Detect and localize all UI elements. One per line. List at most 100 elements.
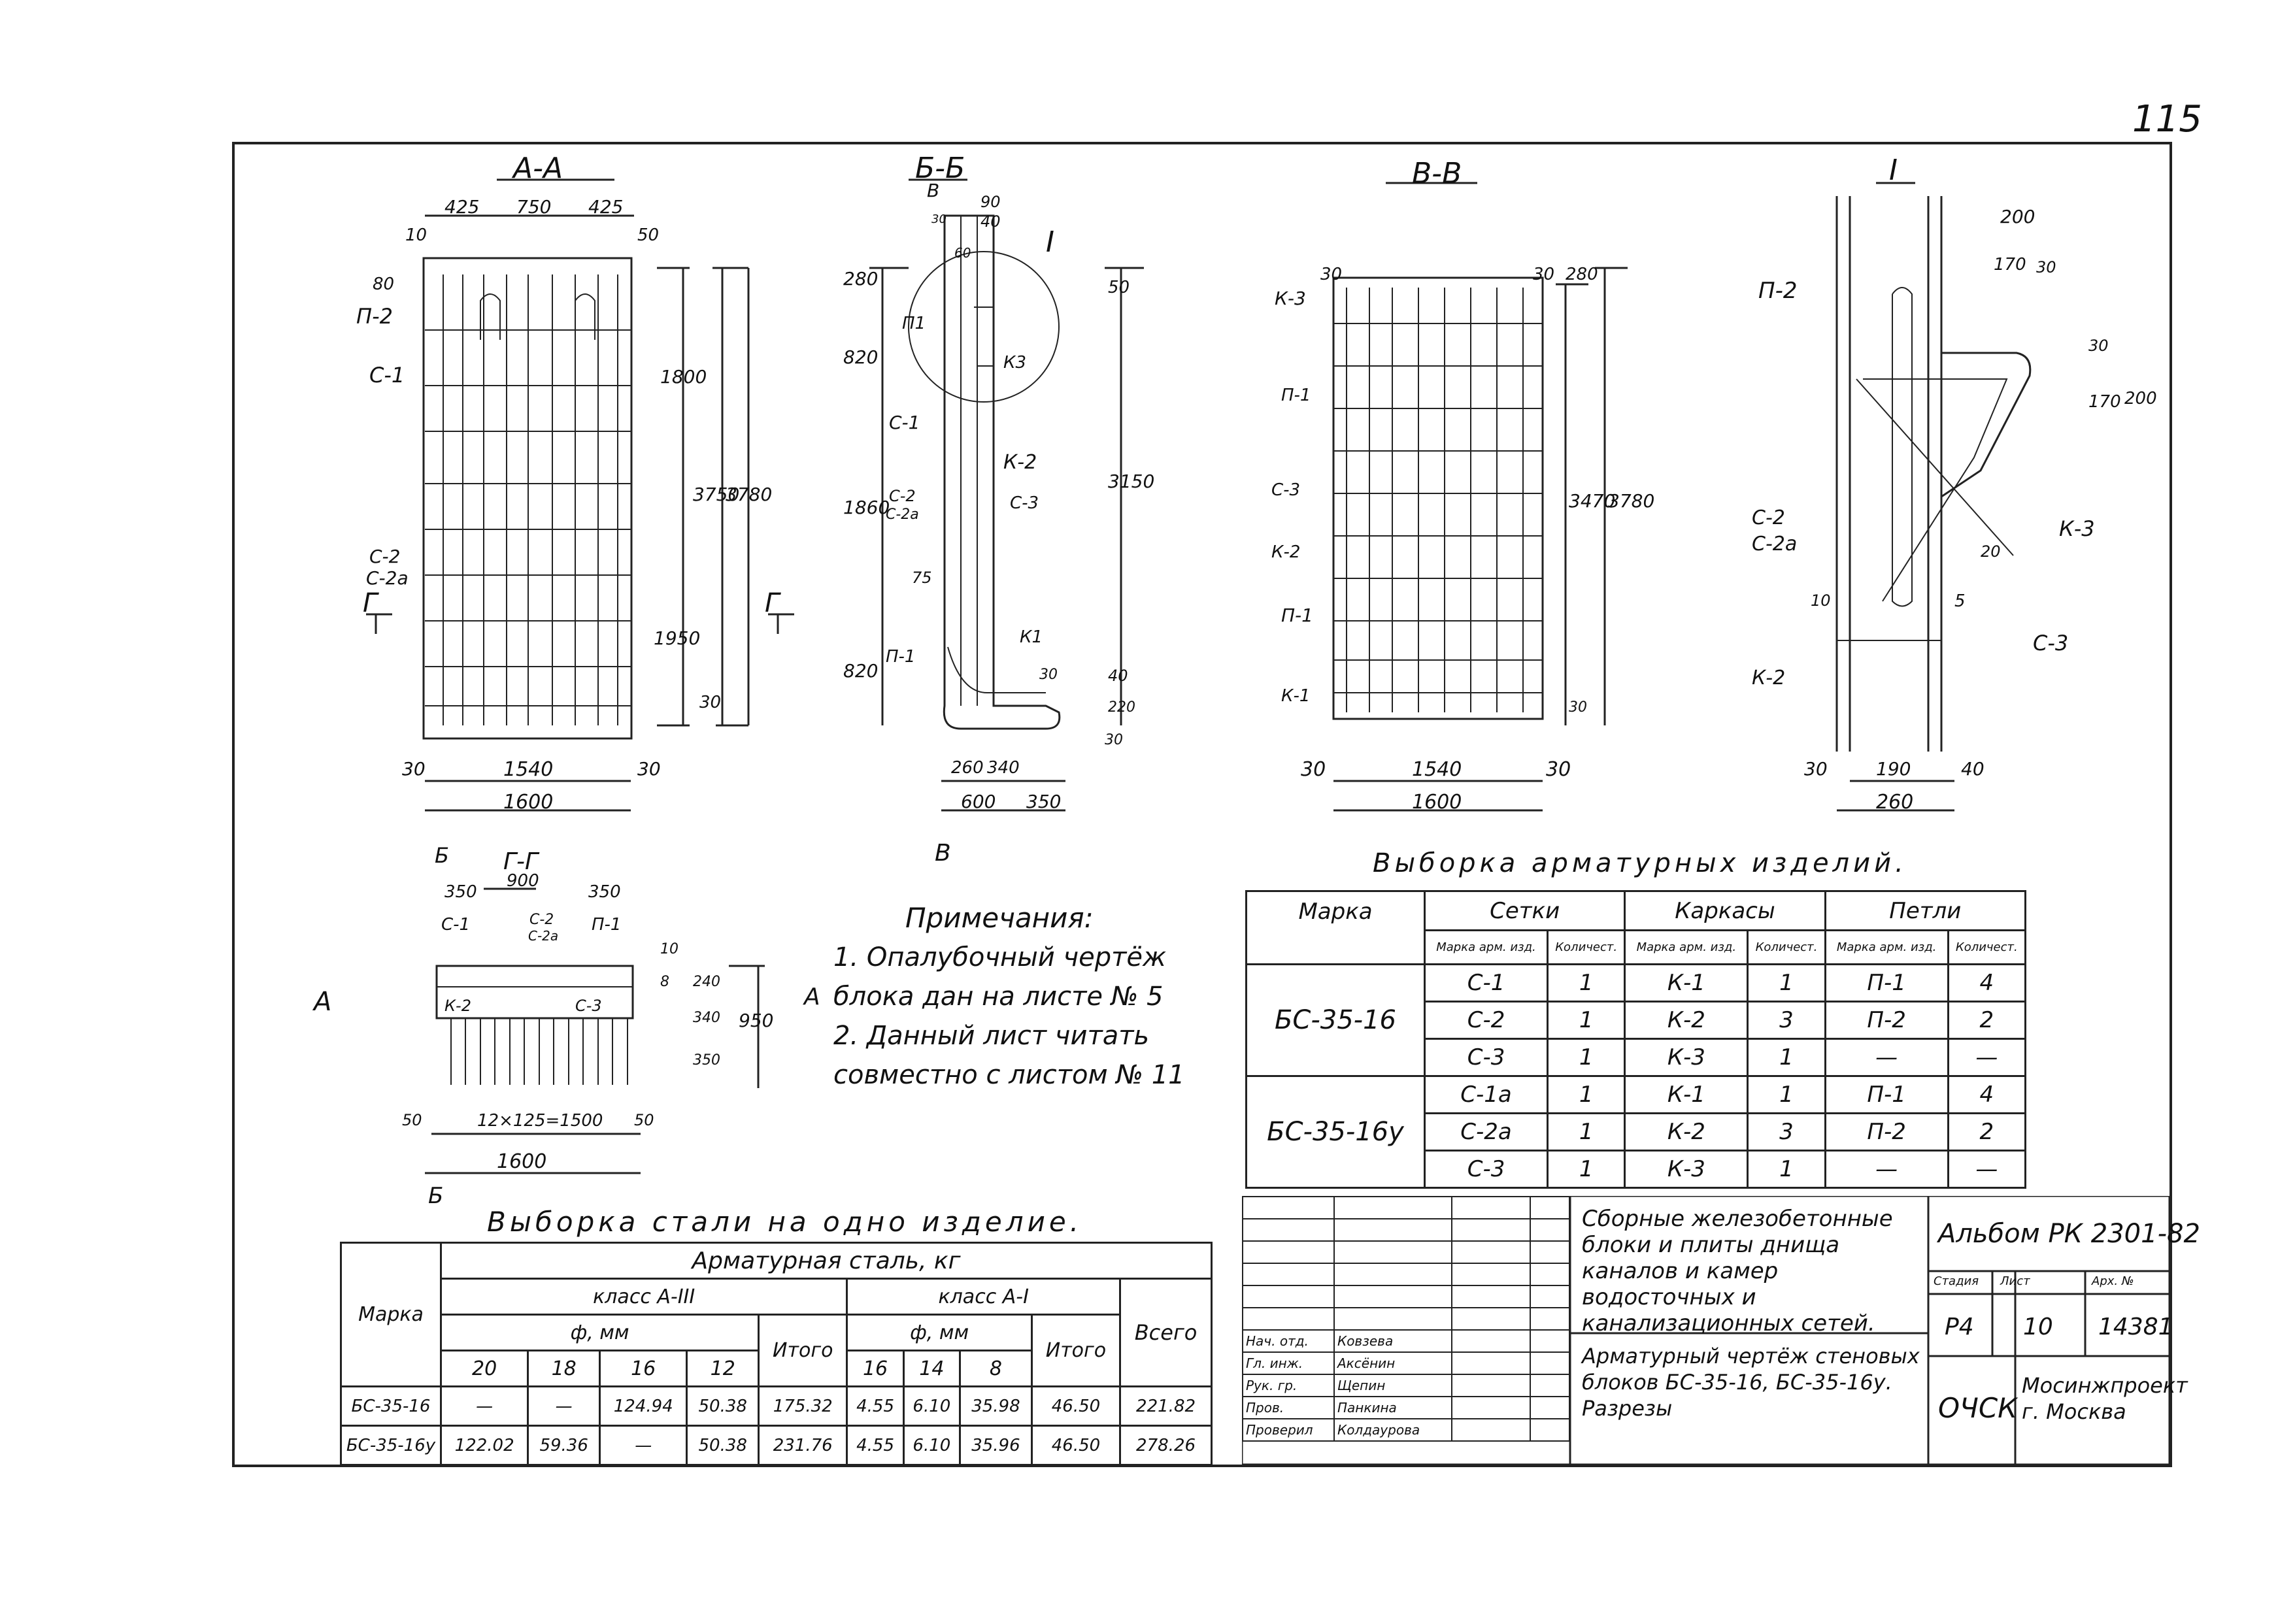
department: ОЧСК — [1938, 1392, 2017, 1424]
steel-table: Марка Арматурная сталь, кг класс А-III к… — [340, 1242, 1213, 1466]
role-label: Гл. инж. — [1242, 1351, 1335, 1375]
role-label: Пров. — [1242, 1396, 1335, 1419]
dim-label: 950 — [739, 1010, 774, 1031]
cell: 1 — [1747, 963, 1826, 1003]
bar-mark: П-1 — [1281, 605, 1313, 626]
role-label: Рук. гр. — [1242, 1374, 1335, 1397]
dim-label: 10 — [660, 941, 678, 957]
header-sub: Количест. — [1547, 929, 1626, 965]
drawing-frame — [232, 142, 2172, 1467]
dim-label: 30 — [1301, 758, 1326, 781]
cell: С-1а — [1423, 1075, 1549, 1114]
dim-label: 190 — [1876, 758, 1911, 780]
cell: 1 — [1547, 1001, 1626, 1040]
cell: 231.76 — [758, 1425, 848, 1466]
detail-title: I — [1889, 154, 1898, 187]
project-description: Сборные железобетонные блоки и плиты дни… — [1582, 1206, 1893, 1336]
sheet-value: 10 — [2023, 1314, 2053, 1340]
bar-mark: П-1 — [886, 647, 916, 667]
cell: 59.36 — [527, 1425, 601, 1466]
dim-label: 3780 — [1608, 490, 1655, 512]
header-total: Всего — [1119, 1278, 1213, 1387]
dim-label: 30 — [1320, 265, 1343, 284]
dim-label: 350 — [693, 1052, 720, 1069]
view-bb-title: Б-Б — [915, 152, 965, 185]
dim-label: 425 — [444, 196, 480, 218]
section-mark: А — [804, 984, 820, 1010]
cell: К-2 — [1624, 1112, 1749, 1152]
section-mark: В — [927, 180, 940, 201]
header-dia-value: 16 — [599, 1350, 688, 1387]
cell: 4.55 — [846, 1425, 905, 1466]
drawing-name: Арматурный чертёж стеновых блоков БС-35-… — [1582, 1344, 1920, 1421]
cell: 46.50 — [1030, 1385, 1122, 1427]
dim-label: 50 — [402, 1111, 422, 1129]
detail-linework — [1835, 182, 2032, 812]
cell: 1 — [1747, 1150, 1826, 1189]
header-dia-value: 18 — [527, 1350, 601, 1387]
view-aa-linework — [366, 178, 794, 812]
dim-label: 30 — [2088, 337, 2109, 355]
header-dia-value: 8 — [959, 1350, 1033, 1387]
section-mark: А — [314, 987, 332, 1017]
cell: 122.02 — [439, 1425, 529, 1466]
header-sub: Марка арм. изд. — [1824, 929, 1949, 965]
table-row: С-2а 1 К-2 3 П-2 2 — [1247, 1112, 2027, 1152]
header-dia-value: 20 — [439, 1350, 529, 1387]
cell: К-3 — [1624, 1038, 1749, 1077]
bar-mark: С-2 — [529, 912, 554, 928]
dim-label: 5 — [1954, 591, 1966, 611]
dim-label: 30 — [1533, 265, 1555, 284]
header-group: Петли — [1824, 890, 2027, 931]
table-row: С-2 1 К-2 3 П-2 2 — [1247, 1001, 2027, 1040]
dim-label: 220 — [1108, 699, 1135, 716]
dim-label: 1800 — [660, 366, 707, 388]
cell: К-1 — [1624, 963, 1749, 1003]
cell: К-3 — [1624, 1150, 1749, 1189]
person-name: Аксёнин — [1333, 1351, 1452, 1375]
role-label: Проверил — [1242, 1418, 1335, 1442]
dim-label: 20 — [1981, 542, 2001, 561]
cell: П-1 — [1824, 963, 1949, 1003]
note-item: 1. Опалубочный чертёж блока дан на листе… — [833, 942, 1167, 1012]
bar-mark: С-2а — [528, 928, 559, 944]
cell: 124.94 — [599, 1385, 688, 1427]
cell: — — [439, 1385, 529, 1427]
bar-mark: С-2а — [366, 567, 409, 589]
signatures-grid: Нач. отд.Ковзева Гл. инж.Аксёнин Рук. гр… — [1242, 1196, 1570, 1442]
dim-label: 425 — [588, 196, 624, 218]
dim-label: 60 — [954, 245, 971, 261]
view-gg-title: Г-Г — [503, 848, 539, 875]
bar-mark: С-2 — [369, 546, 401, 567]
dim-label: 50 — [1108, 278, 1130, 297]
dim-label: 30 — [1105, 732, 1123, 748]
dim-label: 350 — [444, 882, 477, 902]
header-group: Сетки — [1423, 890, 1626, 931]
header-mark: Марка — [340, 1242, 442, 1387]
note-item: 2. Данный лист читать совместно с листом… — [833, 1021, 1185, 1090]
dim-label: 200 — [2000, 206, 2035, 227]
cell: 1 — [1547, 963, 1626, 1003]
cell: 1 — [1547, 1038, 1626, 1077]
cell: 35.96 — [959, 1425, 1033, 1466]
dim-label: 3150 — [1108, 471, 1155, 492]
bar-mark: С-2а — [1752, 533, 1798, 555]
dim-label: 820 — [843, 346, 879, 368]
cell: 2 — [1947, 1112, 2027, 1152]
table-row: С-3 1 К-3 1 — — — [1247, 1150, 2027, 1189]
dim-label: 40 — [980, 212, 1001, 231]
table-row: БС-35-16 С-1 1 К-1 1 П-1 4 — [1245, 963, 2027, 1077]
album-number: Альбом РК 2301-82 — [1938, 1219, 2200, 1249]
dim-label: 30 — [2036, 258, 2056, 276]
dim-label: 40 — [1961, 758, 1985, 780]
cell: 46.50 — [1030, 1425, 1122, 1466]
dim-label: 240 — [693, 974, 720, 990]
bar-mark: П1 — [902, 314, 926, 333]
section-mark: Г — [363, 588, 378, 618]
dim-label: 900 — [507, 871, 539, 891]
dim-label: 8 — [660, 974, 669, 990]
dim-label: 3470 — [1569, 490, 1616, 512]
stage-label: Стадия — [1934, 1274, 1979, 1288]
selection-table-title: Выборка арматурных изделий. — [1373, 848, 1907, 878]
